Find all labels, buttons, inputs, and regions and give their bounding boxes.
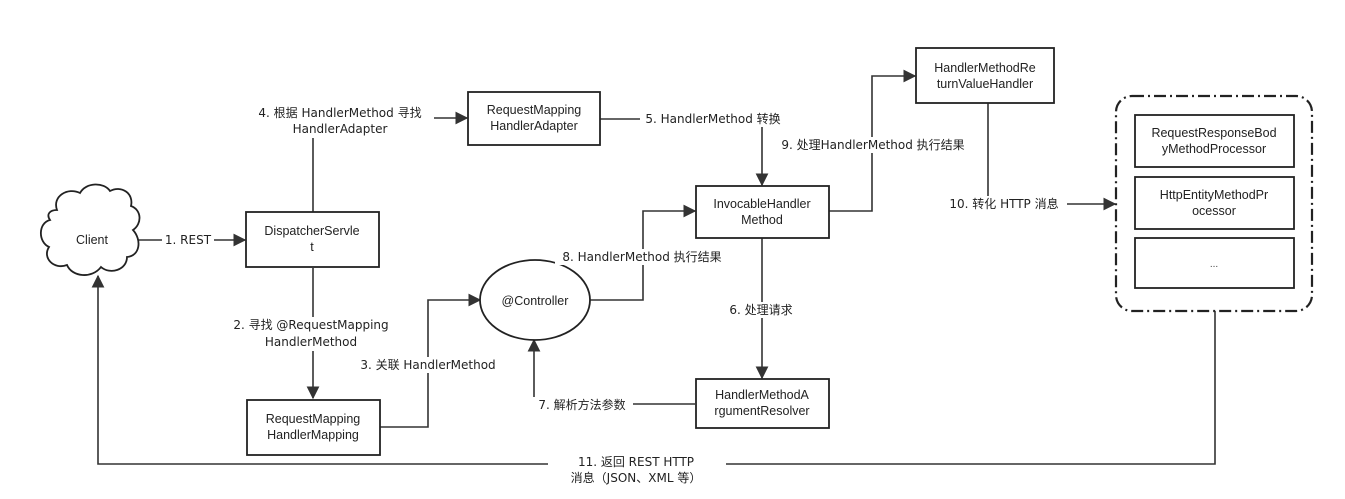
processor-2-label-line-1: HttpEntityMethodPr xyxy=(1160,188,1268,202)
argument-resolver-label-line-1: HandlerMethodA xyxy=(715,388,809,402)
processor-1-label-line-1: RequestResponseBod xyxy=(1151,126,1276,140)
processor-2-label-line-2: ocessor xyxy=(1192,204,1236,218)
edge-10-label: 10. 转化 HTTP 消息 xyxy=(949,196,1058,211)
processor-box-2 xyxy=(1134,176,1295,230)
controller-label: @Controller xyxy=(502,294,569,308)
controller-ellipse xyxy=(479,259,591,341)
handler-mapping-node: RequestMapping HandlerMapping xyxy=(246,399,381,456)
return-value-handler-node: HandlerMethodRe turnValueHandler xyxy=(915,47,1055,104)
edge-4-label-line-2: HandlerAdapter xyxy=(293,122,388,136)
handler-adapter-label-line-2: HandlerAdapter xyxy=(490,119,578,133)
edge-7-line xyxy=(527,338,695,405)
argument-resolver-box xyxy=(695,378,830,429)
dispatcher-servlet-node: DispatcherServle t xyxy=(245,211,380,268)
processor-box-3 xyxy=(1134,237,1295,289)
edge-4-label-line-1: 4. 根据 HandlerMethod 寻找 xyxy=(258,106,421,120)
cloud-shape xyxy=(39,183,141,276)
edge-11-label-line-2: 消息（JSON、XML 等） xyxy=(571,470,702,485)
edge-10-line xyxy=(987,103,1117,211)
handler-adapter-box xyxy=(467,91,601,146)
dispatcher-servlet-label-line-1: DispatcherServle xyxy=(264,224,359,238)
edge-7-label: 7. 解析方法参数 xyxy=(538,397,625,412)
dispatcher-servlet-box xyxy=(245,211,380,268)
handler-mapping-box xyxy=(246,399,381,456)
edge-6-label: 6. 处理请求 xyxy=(729,303,792,317)
invocable-handler-method-label-line-2: Method xyxy=(741,213,783,227)
invocable-handler-method-label-line-1: InvocableHandler xyxy=(713,197,810,211)
processor-box-1 xyxy=(1134,114,1295,168)
return-value-handler-label-line-1: HandlerMethodRe xyxy=(934,61,1035,75)
edge-5-label: 5. HandlerMethod 转换 xyxy=(645,111,780,126)
edge-2-label-line-2: HandlerMethod xyxy=(265,335,357,349)
handler-mapping-label-line-2: HandlerMapping xyxy=(267,428,359,442)
client-label: Client xyxy=(76,233,108,247)
processor-1-label-line-2: yMethodProcessor xyxy=(1162,142,1266,156)
edge-11-label-line-1: 11. 返回 REST HTTP xyxy=(578,455,694,469)
edge-9-label: 9. 处理HandlerMethod 执行结果 xyxy=(781,138,964,152)
processors-group: RequestResponseBod yMethodProcessor Http… xyxy=(1114,94,1314,313)
argument-resolver-label-line-2: rgumentResolver xyxy=(714,404,809,418)
handler-adapter-node: RequestMapping HandlerAdapter xyxy=(467,91,601,146)
processor-3-label: ... xyxy=(1210,259,1218,270)
edge-1-label: 1. REST xyxy=(165,233,212,247)
argument-resolver-node: HandlerMethodA rgumentResolver xyxy=(695,378,830,429)
edge-8-label: 8. HandlerMethod 执行结果 xyxy=(562,250,721,264)
controller-node: @Controller xyxy=(479,259,591,341)
edge-5-line xyxy=(600,118,769,187)
handler-mapping-label-line-1: RequestMapping xyxy=(266,412,361,426)
return-value-handler-box xyxy=(915,47,1055,104)
invocable-handler-method-node: InvocableHandler Method xyxy=(695,185,830,239)
invocable-handler-method-box xyxy=(695,185,830,239)
dispatcher-servlet-label-line-2: t xyxy=(310,240,314,254)
handler-adapter-label-line-1: RequestMapping xyxy=(487,103,582,117)
client-node: Client xyxy=(39,183,141,276)
return-value-handler-label-line-2: turnValueHandler xyxy=(937,77,1033,91)
edge-3-label: 3. 关联 HandlerMethod xyxy=(360,358,495,372)
edge-2-label-line-1: 2. 寻找 @RequestMapping xyxy=(233,318,388,332)
